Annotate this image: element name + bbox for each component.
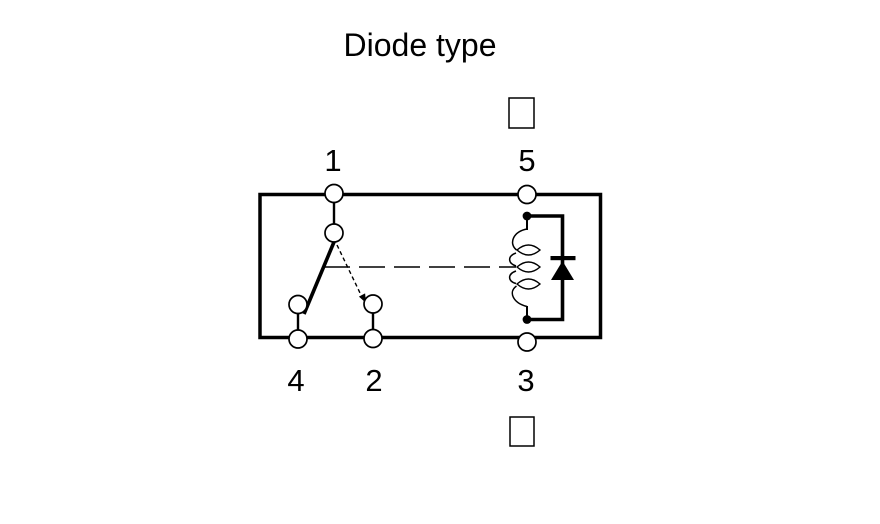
- diode-triangle-icon: [551, 261, 574, 280]
- coil-top-junction-dot: [522, 211, 532, 221]
- armature-throw-dashed-line: [336, 244, 362, 296]
- coil-bottom-junction-dot: [522, 315, 532, 324]
- coil-winding-arcs: [508, 228, 528, 308]
- pin2-label: 2: [365, 363, 382, 398]
- pin4-label: 4: [287, 363, 304, 398]
- armature-pivot-circle: [324, 223, 344, 243]
- diode-cathode-bar: [550, 256, 576, 261]
- orientation-mark-bottom: [509, 416, 535, 447]
- pin4-terminal-circle: [288, 329, 308, 349]
- pin1-label: 1: [324, 143, 341, 178]
- pin4-contact-circle: [288, 294, 308, 315]
- pin3-terminal-circle: [517, 332, 537, 352]
- pin3-label: 3: [517, 363, 534, 398]
- pin5-terminal-circle: [517, 184, 537, 205]
- diagram-title: Diode type: [344, 27, 497, 63]
- pin5-label: 5: [518, 143, 535, 178]
- coil-loop-3: [515, 278, 542, 290]
- relay-body-outline: [258, 192, 603, 340]
- switch-armature-line: [302, 241, 336, 315]
- coil-loop-1: [515, 244, 542, 256]
- coil-loop-2: [515, 261, 542, 273]
- pin2-contact-circle: [363, 294, 383, 314]
- pin1-terminal-circle: [324, 183, 344, 204]
- pin2-terminal-circle: [363, 328, 383, 349]
- orientation-mark-top: [508, 97, 535, 129]
